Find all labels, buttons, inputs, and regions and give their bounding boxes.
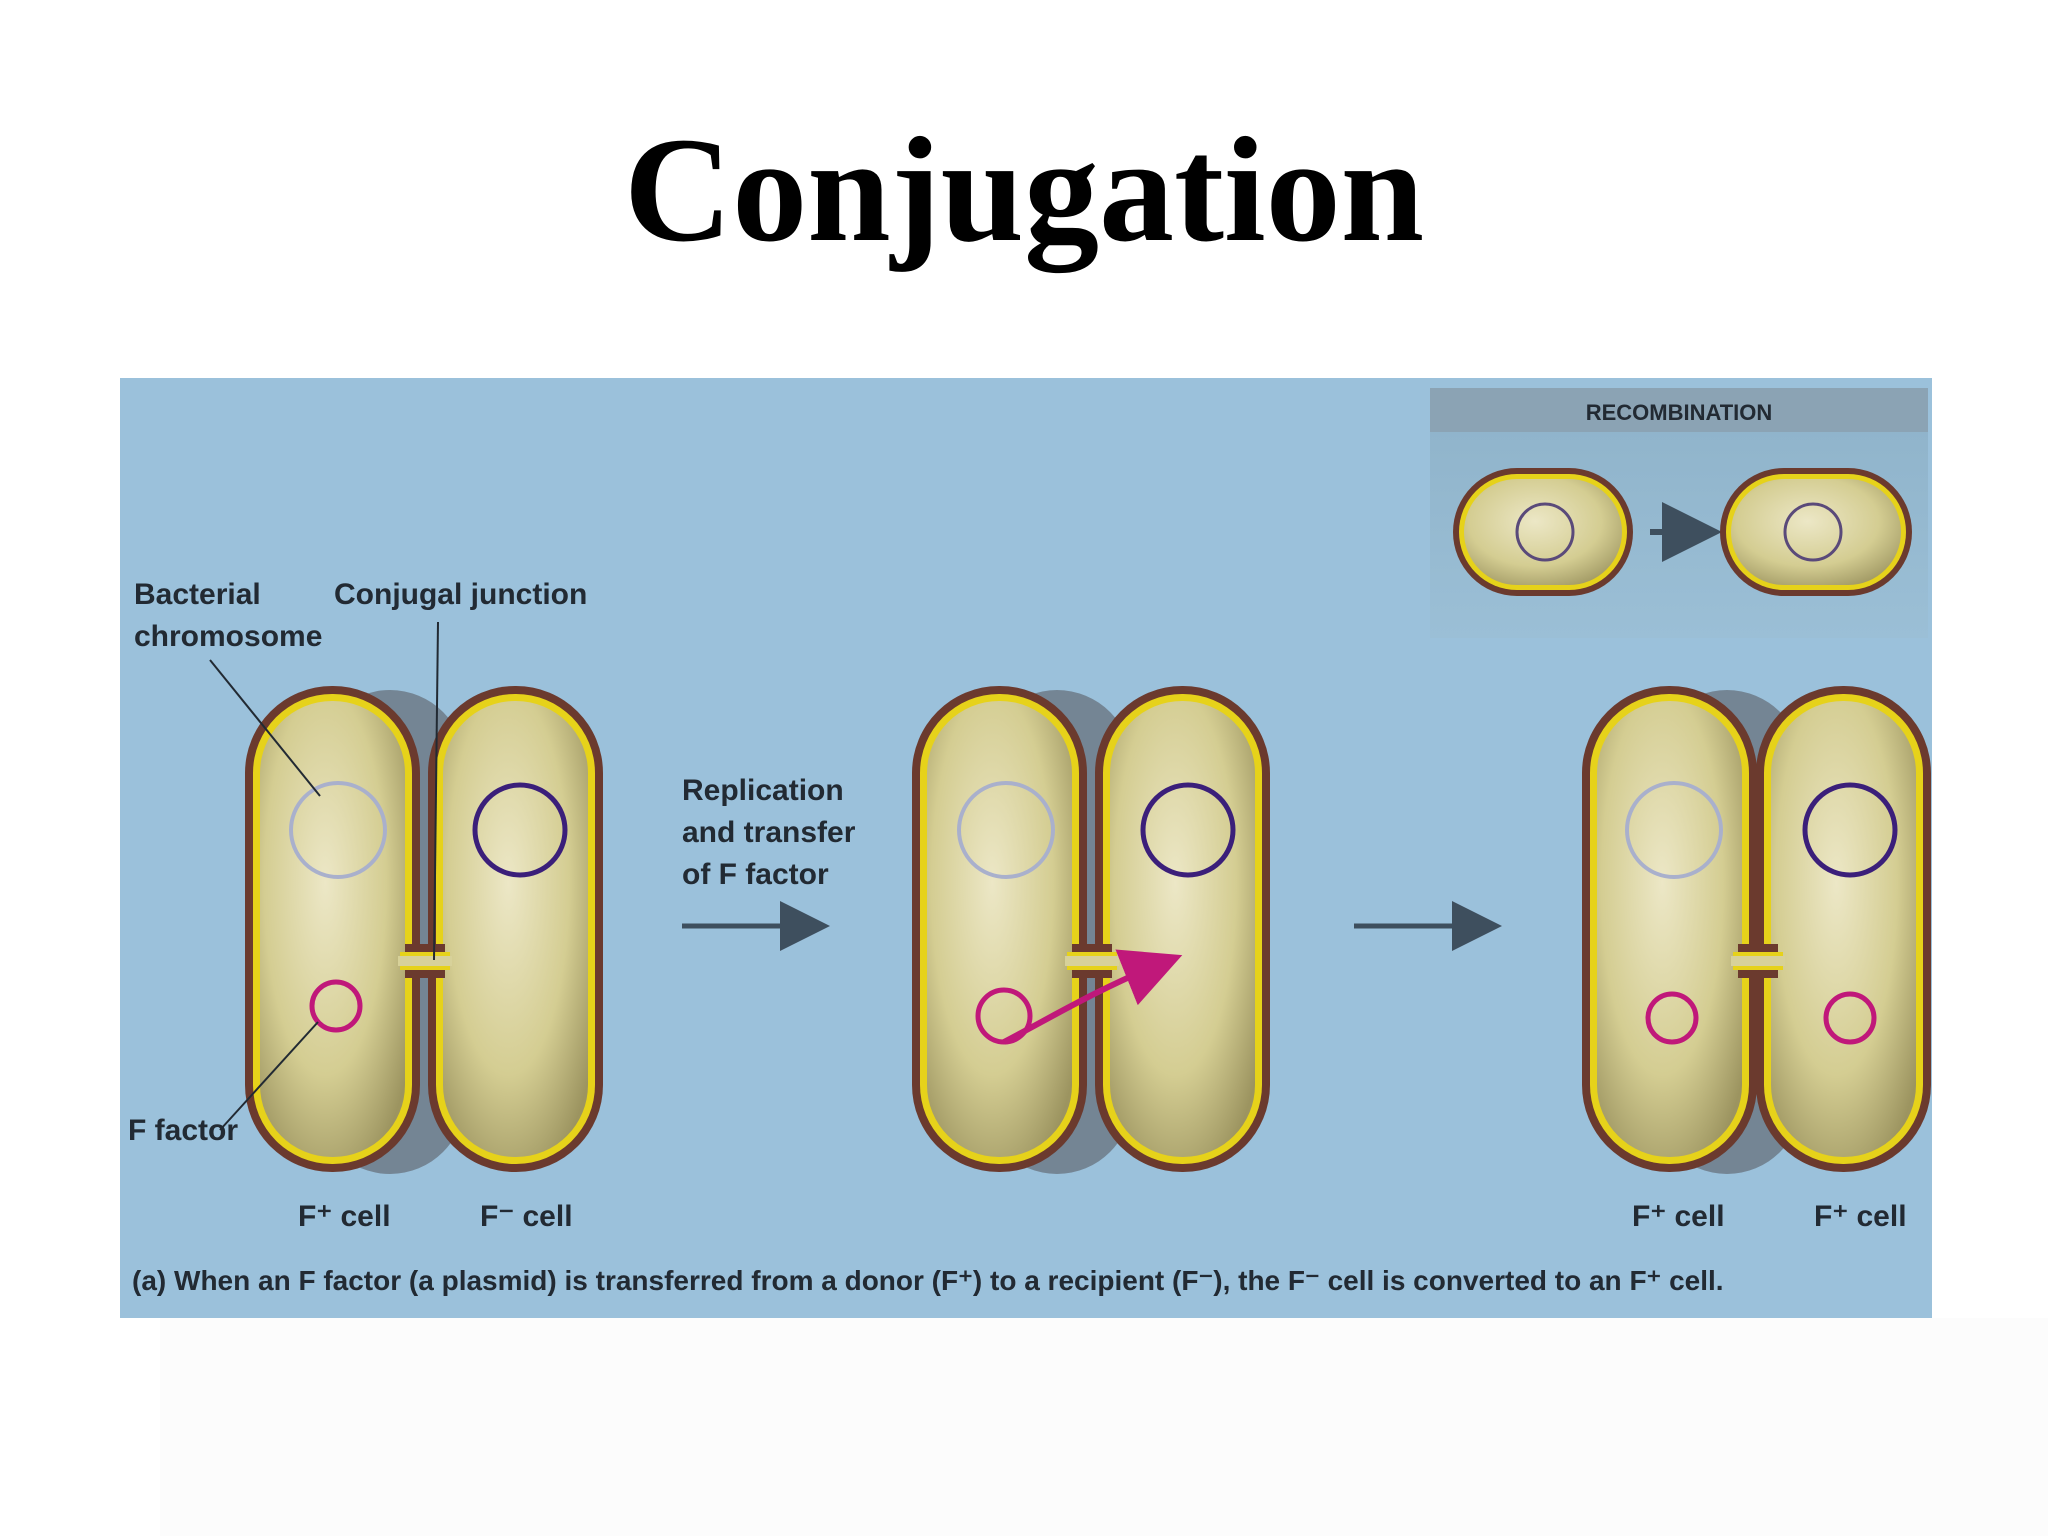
bacterial-chromosome-3: [1625, 781, 1723, 879]
f-factor-transfer-arrow: [1002, 949, 1183, 1045]
bacterial-chromosome-2: [957, 781, 1055, 879]
figure-caption: (a) When an F factor (a plasmid) is tran…: [132, 1265, 1724, 1296]
f-factor-donor: [1645, 991, 1699, 1045]
label-step-line1: Replication: [682, 774, 844, 807]
leader-conjugal-junction: [433, 621, 439, 961]
recipient-chromosome-2: [1140, 782, 1236, 878]
inset-cell-before: [1453, 468, 1633, 596]
label-f-factor: F factor: [128, 1114, 238, 1147]
inset-cell-after: [1720, 468, 1912, 596]
f-factor-recipient: [1823, 991, 1877, 1045]
label-f-plus-cell-1: F⁺ cell: [298, 1200, 391, 1233]
leader-bacterial-chromosome: [209, 659, 321, 797]
caption-prefix: (a): [132, 1265, 166, 1296]
label-f-plus-cell-3: F⁺ cell: [1814, 1200, 1907, 1233]
inset-chromosome-after: [1783, 502, 1843, 562]
bacterial-chromosome: [289, 781, 387, 879]
recombination-inset: RECOMBINATION: [1430, 388, 1928, 638]
label-bacterial-chromosome-1: Bacterial: [134, 578, 261, 611]
label-f-minus-cell: F⁻ cell: [480, 1200, 573, 1233]
label-step-line3: of F factor: [682, 858, 829, 891]
recipient-chromosome-3: [1802, 782, 1898, 878]
conjugation-diagram: RECOMBINATION: [120, 378, 1932, 1318]
recipient-chromosome: [472, 782, 568, 878]
slide-footer-area: [160, 1318, 2048, 1536]
cell-pair-initial: [245, 686, 603, 1174]
cell-pair-result: [1582, 686, 1931, 1174]
diagram-canvas: RECOMBINATION: [128, 388, 1931, 1296]
slide-title: Conjugation: [623, 107, 1425, 273]
label-bacterial-chromosome-2: chromosome: [134, 620, 322, 653]
caption-text: When an F factor (a plasmid) is transfer…: [174, 1265, 1724, 1296]
inset-title: RECOMBINATION: [1586, 400, 1773, 425]
f-factor-plasmid: [309, 979, 363, 1033]
leader-f-factor: [219, 1021, 319, 1131]
label-step-line2: and transfer: [682, 816, 856, 849]
label-f-plus-cell-2: F⁺ cell: [1632, 1200, 1725, 1233]
inset-chromosome-before: [1515, 502, 1575, 562]
label-conjugal-junction: Conjugal junction: [334, 578, 587, 611]
cell-pair-transfer: [912, 686, 1270, 1174]
